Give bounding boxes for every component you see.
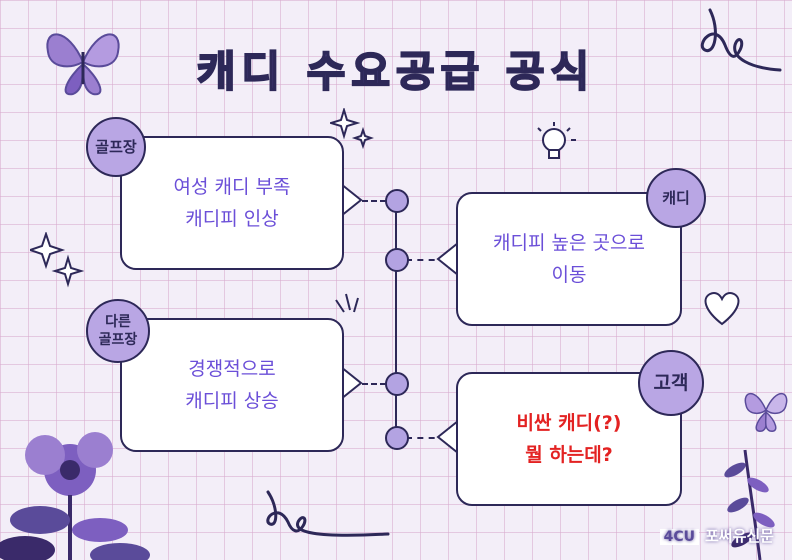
connector-dash	[362, 383, 386, 385]
emphasis-lines-icon	[335, 293, 359, 313]
watermark: 4CU 포써유신문	[659, 525, 774, 546]
connector-dash	[406, 437, 446, 439]
badge-label: 캐디	[662, 189, 690, 207]
butterfly-icon	[744, 392, 788, 432]
sparkle-icon	[30, 232, 84, 288]
bubble-tail	[436, 420, 459, 454]
caddie-box: 캐디피 높은 곳으로 이동	[456, 192, 682, 326]
box-text: 캐디피 높은 곳으로	[493, 232, 645, 254]
sparkle-icon	[330, 108, 374, 150]
connector-line	[395, 200, 397, 440]
box-text: 경쟁적으로	[188, 358, 276, 380]
connector-dash	[362, 200, 386, 202]
box-text: 비싼 캐디(?)	[516, 412, 622, 434]
watermark-text: 포써유신문	[704, 527, 774, 545]
golf-course-box: 여성 캐디 부족 캐디피 인상	[120, 136, 344, 270]
box-text: 이동	[551, 264, 587, 286]
badge-label: 고객	[653, 372, 689, 394]
squiggle-icon	[266, 490, 390, 537]
customer-badge: 고객	[638, 350, 704, 416]
bubble-tail	[436, 242, 459, 276]
badge-label: 다른	[105, 314, 131, 330]
bubble-tail	[340, 183, 363, 217]
connector-dot	[385, 248, 409, 272]
watermark-logo: 4CU	[659, 529, 699, 545]
bubble-tail	[340, 366, 363, 400]
customer-box: 비싼 캐디(?) 뭘 하는데?	[456, 372, 682, 506]
badge-label: 골프장	[95, 138, 137, 156]
flower-decoration-icon	[0, 432, 150, 560]
connector-dash	[406, 259, 446, 261]
golf-course-badge: 골프장	[86, 117, 146, 177]
caddie-badge: 캐디	[646, 168, 706, 228]
box-text: 캐디피 상승	[185, 390, 279, 412]
lightbulb-icon	[537, 122, 576, 159]
page-title: 캐디 수요공급 공식	[196, 46, 596, 97]
connector-dot	[385, 372, 409, 396]
butterfly-icon	[46, 33, 120, 96]
plant-decoration-icon	[724, 449, 775, 560]
other-golf-course-badge: 다른 골프장	[86, 299, 150, 363]
box-text: 여성 캐디 부족	[173, 176, 291, 198]
box-text: 뭘 하는데?	[525, 444, 613, 466]
other-golf-course-box: 경쟁적으로 캐디피 상승	[120, 318, 344, 452]
box-text: 캐디피 인상	[185, 208, 279, 230]
squiggle-icon	[700, 8, 782, 72]
connector-dot	[385, 426, 409, 450]
badge-label: 골프장	[98, 332, 138, 348]
heart-icon	[704, 291, 740, 326]
connector-dot	[385, 189, 409, 213]
